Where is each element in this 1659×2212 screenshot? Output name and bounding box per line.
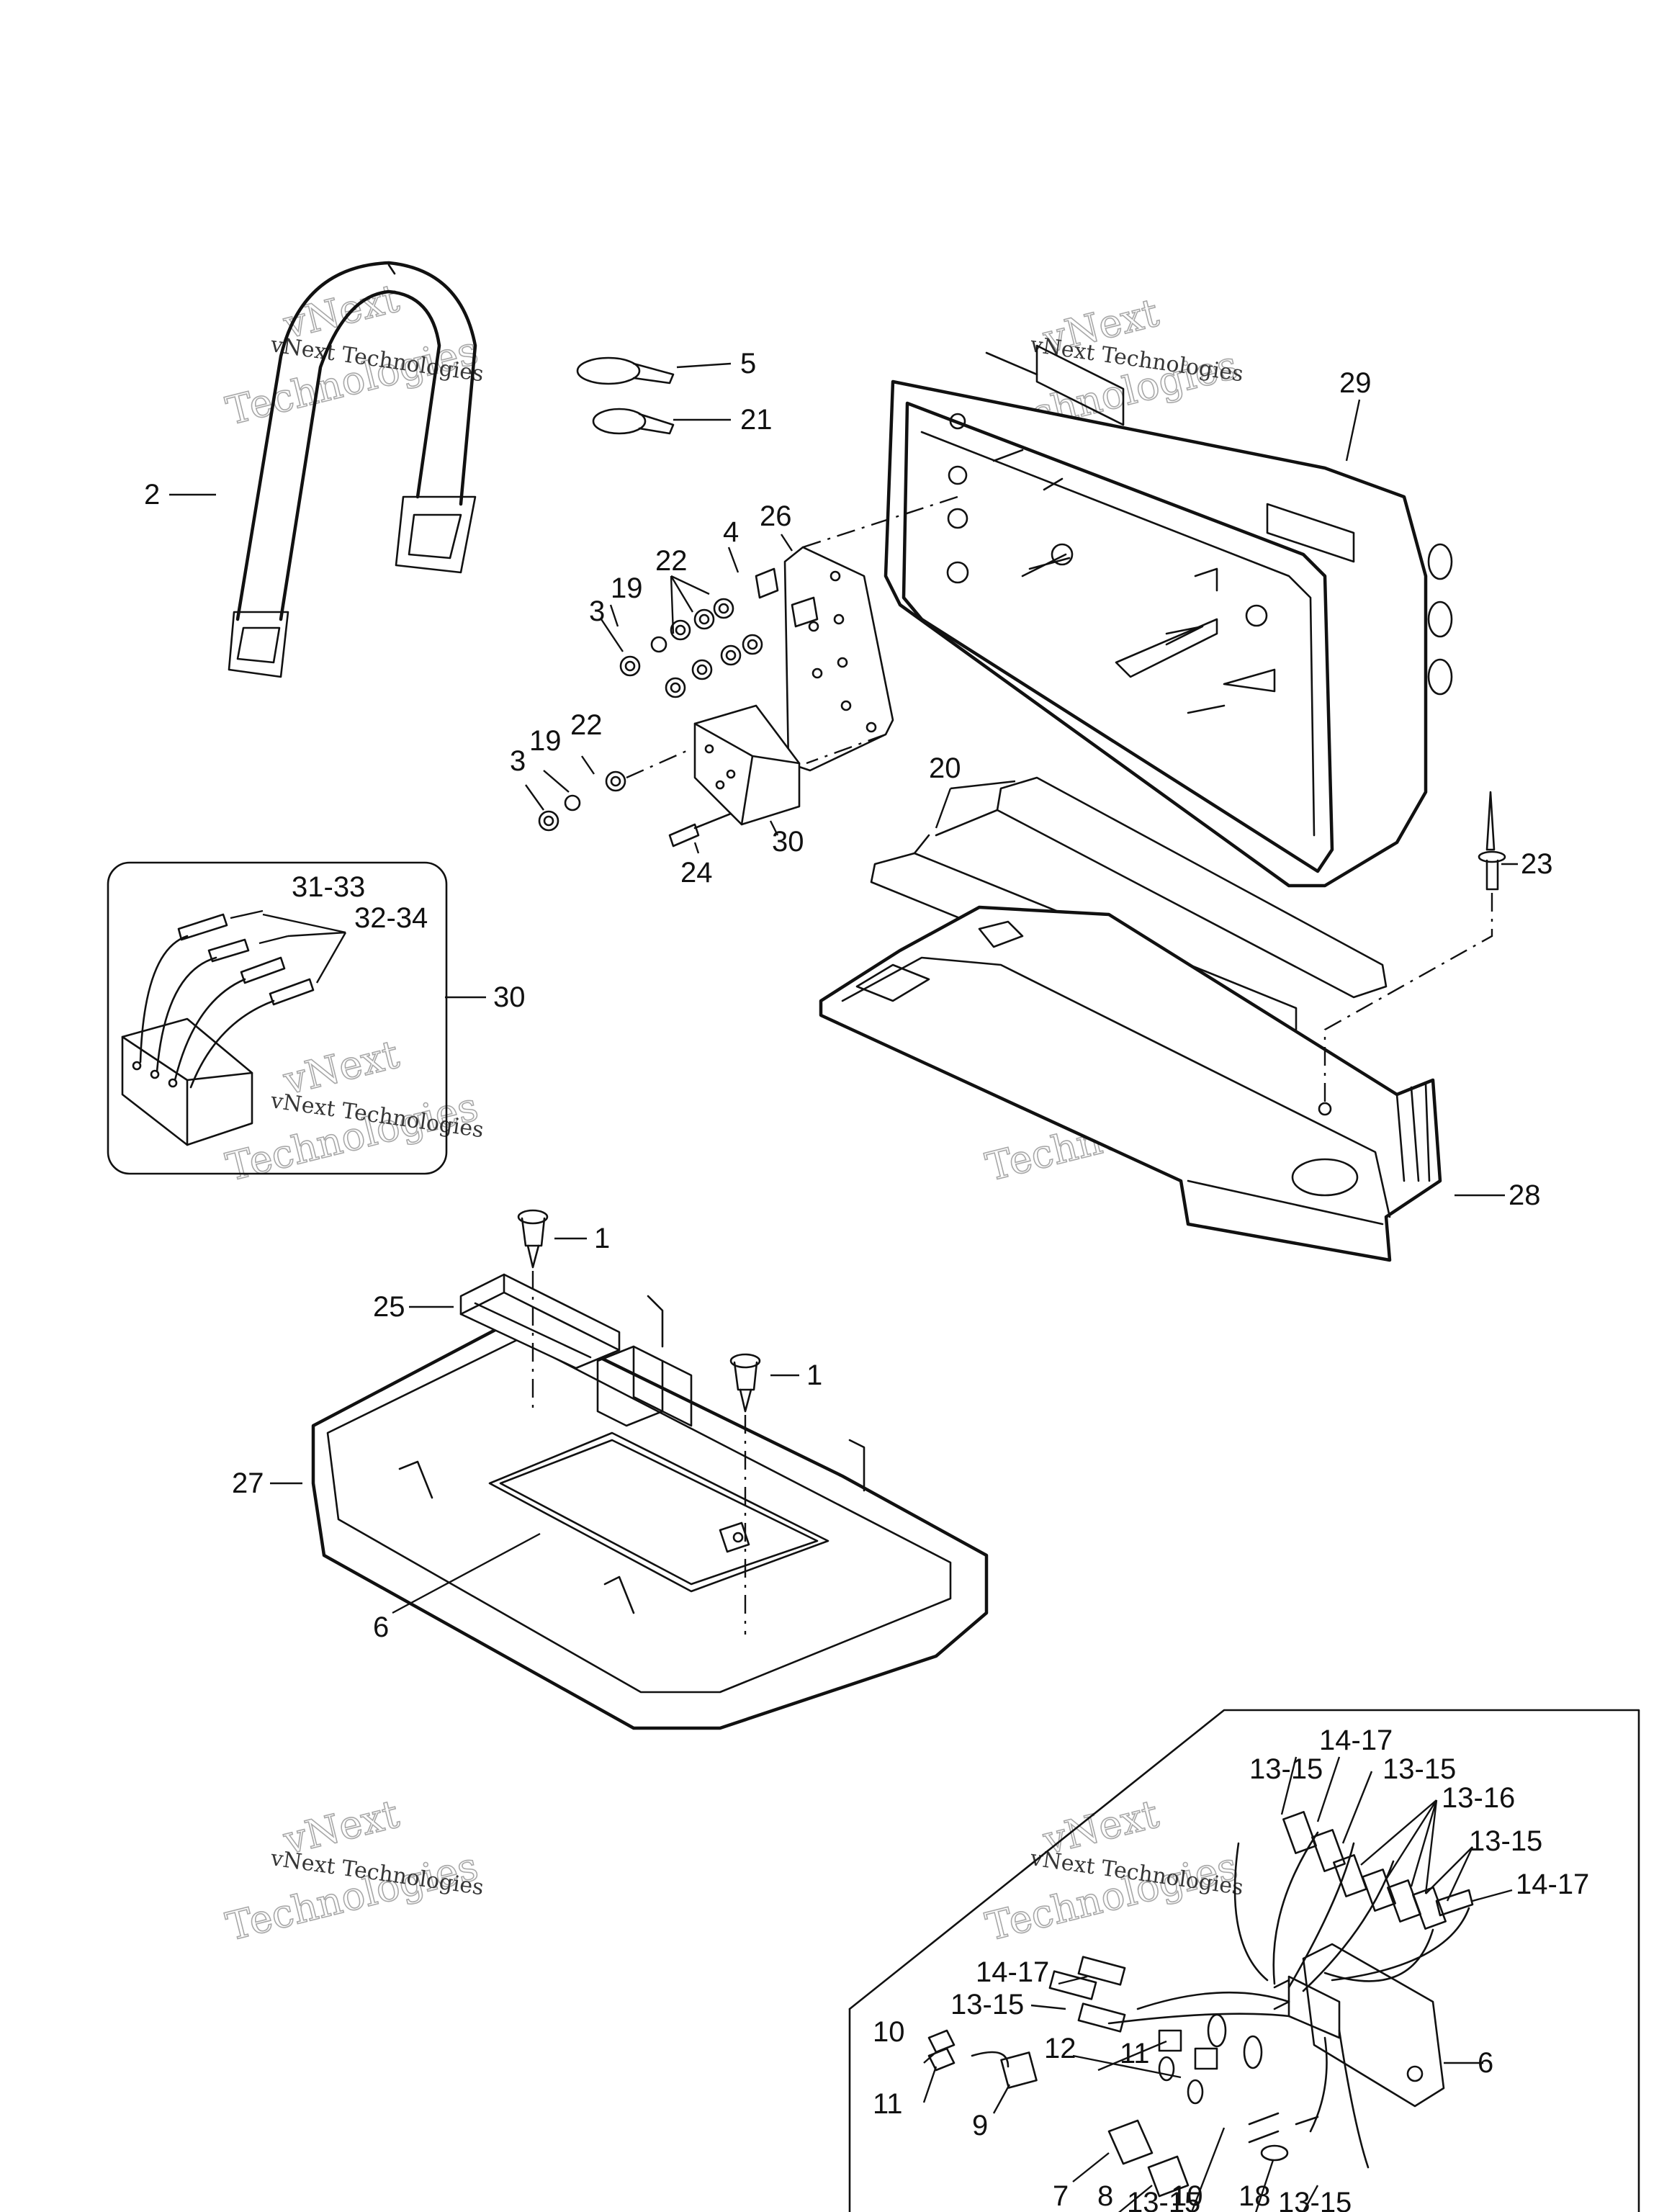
- callout-25: 25: [373, 1291, 405, 1323]
- callout-12: 12: [1044, 2033, 1076, 2064]
- callout-5: 5: [740, 348, 756, 379]
- inset-wiring-harness: [848, 1709, 1640, 2212]
- callout-13-15a: 13-15: [1249, 1753, 1323, 1785]
- callout-31-33: 31-33: [292, 871, 365, 903]
- callout-24: 24: [680, 857, 713, 889]
- callout-6b: 6: [1478, 2047, 1493, 2079]
- callout-9: 9: [972, 2110, 988, 2141]
- part-tray: [819, 905, 1442, 1262]
- callout-1a: 1: [594, 1223, 610, 1254]
- callout-13-15b: 13-15: [1382, 1753, 1456, 1785]
- callout-18: 18: [1238, 2180, 1271, 2212]
- callout-30a: 30: [772, 826, 804, 858]
- callout-4: 4: [723, 516, 739, 548]
- part-electrical-box: [884, 344, 1453, 888]
- part-cable-ties: [576, 356, 675, 435]
- inset-rectifier-detail: [107, 861, 448, 1175]
- callout-13-16: 13-16: [1442, 1782, 1515, 1814]
- part-pin: [1323, 791, 1506, 1102]
- callout-14-17a: 14-17: [1319, 1725, 1393, 1756]
- watermark-bottom-right: vNext Technologies vNext Technologies: [981, 1790, 1245, 1950]
- callout-20: 20: [929, 752, 961, 784]
- callout-27: 27: [232, 1467, 264, 1499]
- callout-30b: 30: [493, 981, 526, 1013]
- callout-19b: 19: [529, 725, 562, 757]
- callout-8: 8: [1097, 2180, 1113, 2212]
- part-strap: [228, 261, 477, 678]
- callout-3a: 3: [589, 595, 605, 627]
- callout-labels: 2 5 21 26 4 22 19 3 29 22 19 3 30 24 20 …: [144, 348, 1589, 2212]
- callout-19a: 19: [611, 572, 643, 604]
- leader-lines: [169, 362, 1518, 2212]
- part-hardware: [538, 598, 763, 832]
- callout-23: 23: [1521, 848, 1553, 880]
- callout-14-17c: 14-17: [976, 1956, 1049, 1988]
- callout-11a: 11: [1120, 2038, 1150, 2069]
- part-battery-tray: [311, 1295, 989, 1730]
- callout-21: 21: [740, 404, 773, 436]
- callout-6a: 6: [373, 1611, 389, 1643]
- callout-22b: 22: [570, 709, 603, 741]
- callout-14-17b: 14-17: [1516, 1869, 1589, 1900]
- watermark-top-left: vNext Technologies vNext Technologies: [221, 274, 485, 434]
- callout-32-34: 32-34: [354, 902, 428, 934]
- part-bar: [459, 1273, 621, 1370]
- callout-7: 7: [1053, 2180, 1069, 2212]
- part-screws: [517, 1209, 761, 1635]
- callout-29: 29: [1339, 367, 1372, 399]
- callout-11b: 11: [873, 2088, 903, 2120]
- callout-13-15d: 13-15: [950, 1989, 1024, 2020]
- callout-10b: 10: [1171, 2180, 1203, 2212]
- watermark-bottom-left: vNext Technologies vNext Technologies: [221, 1790, 485, 1950]
- callout-3b: 3: [510, 745, 526, 777]
- callout-26: 26: [760, 500, 792, 532]
- callout-10a: 10: [873, 2016, 905, 2048]
- callout-13-15c: 13-15: [1469, 1825, 1542, 1857]
- part-rectifier: [668, 704, 801, 848]
- callout-13-15e: 13-15: [1127, 2187, 1200, 2212]
- callout-28: 28: [1509, 1179, 1541, 1211]
- callout-13-15f: 13-15: [1278, 2187, 1352, 2212]
- callout-1b: 1: [806, 1359, 822, 1391]
- callout-22a: 22: [655, 545, 688, 577]
- callout-2: 2: [144, 479, 160, 511]
